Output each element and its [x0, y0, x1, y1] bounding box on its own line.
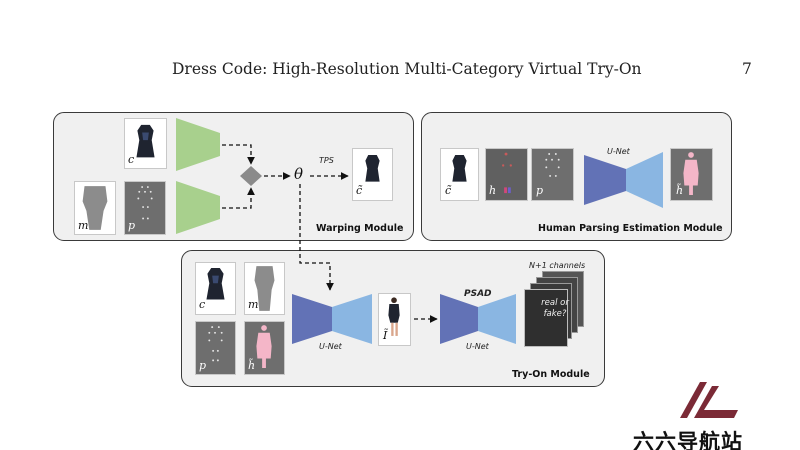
label-c-tilde: c̃	[356, 184, 363, 197]
garment-image-c	[124, 118, 167, 169]
person-parsing-icon	[245, 322, 284, 374]
theta-symbol: θ	[294, 165, 304, 183]
label-m: m	[78, 219, 89, 232]
discriminator-unet-label: U-Net	[466, 342, 489, 351]
body-mask-image-m	[74, 181, 116, 235]
label-c-tilde: c̃	[445, 184, 452, 197]
watermark-logo	[680, 382, 738, 418]
warping-module-title: Warping Module	[316, 223, 404, 234]
tps-label: TPS	[319, 156, 334, 165]
channels-label: N+1 channels	[529, 261, 586, 270]
real-or-text: real or	[541, 298, 569, 308]
discriminator-output-stack	[522, 271, 586, 349]
warped-garment-image	[440, 148, 479, 201]
page-number: 7	[742, 60, 752, 78]
label-h-tilde: h̃	[676, 184, 684, 197]
watermark-text: 六六导航站	[633, 430, 743, 450]
pose-map-image-p	[195, 321, 236, 375]
try-on-unet-label: U-Net	[319, 342, 342, 351]
parsing-unet-label: U-Net	[607, 147, 630, 156]
body-silhouette-icon	[75, 182, 115, 234]
dress-icon	[365, 155, 380, 182]
fake-text: fake?	[543, 309, 567, 319]
person-try-on-icon	[388, 297, 400, 336]
label-h-tilde: h̃	[248, 359, 256, 372]
dress-icon	[452, 155, 467, 182]
parsing-output-image-h-tilde	[244, 321, 285, 375]
dress-icon	[206, 268, 225, 300]
garment-image-c	[195, 262, 236, 315]
parsing-map-image-h	[485, 148, 528, 201]
label-i-tilde: Ĩ	[383, 329, 388, 342]
body-silhouette-icon	[245, 263, 284, 314]
label-m: m	[248, 298, 259, 311]
paper-running-title: Dress Code: High-Resolution Multi-Catego…	[172, 60, 642, 78]
try-on-module-title: Try-On Module	[512, 369, 590, 380]
page-header: Dress Code: High-Resolution Multi-Catego…	[0, 60, 800, 82]
dress-icon	[136, 124, 155, 158]
parsing-output-image-h-tilde	[670, 148, 713, 201]
label-c: c	[199, 298, 206, 311]
pose-map-image-p	[531, 148, 574, 201]
label-h: h	[489, 184, 497, 197]
body-mask-image-m	[244, 262, 285, 315]
pose-keypoints-icon	[545, 153, 560, 177]
person-parsing-icon	[671, 149, 712, 200]
psad-label: PSAD	[464, 289, 492, 299]
label-p: p	[128, 219, 136, 232]
real-or-fake-label: real or fake?	[535, 298, 575, 320]
label-c: c	[128, 153, 135, 166]
pose-keypoints-icon	[137, 186, 153, 220]
parsing-map-icon	[486, 149, 527, 200]
label-p: p	[536, 184, 544, 197]
warped-garment-image	[352, 148, 393, 201]
pose-map-image-p	[124, 181, 166, 235]
pose-keypoints-icon	[208, 326, 223, 362]
human-parsing-module-title: Human Parsing Estimation Module	[538, 223, 723, 234]
try-on-result-image	[378, 293, 411, 346]
label-p: p	[199, 359, 207, 372]
